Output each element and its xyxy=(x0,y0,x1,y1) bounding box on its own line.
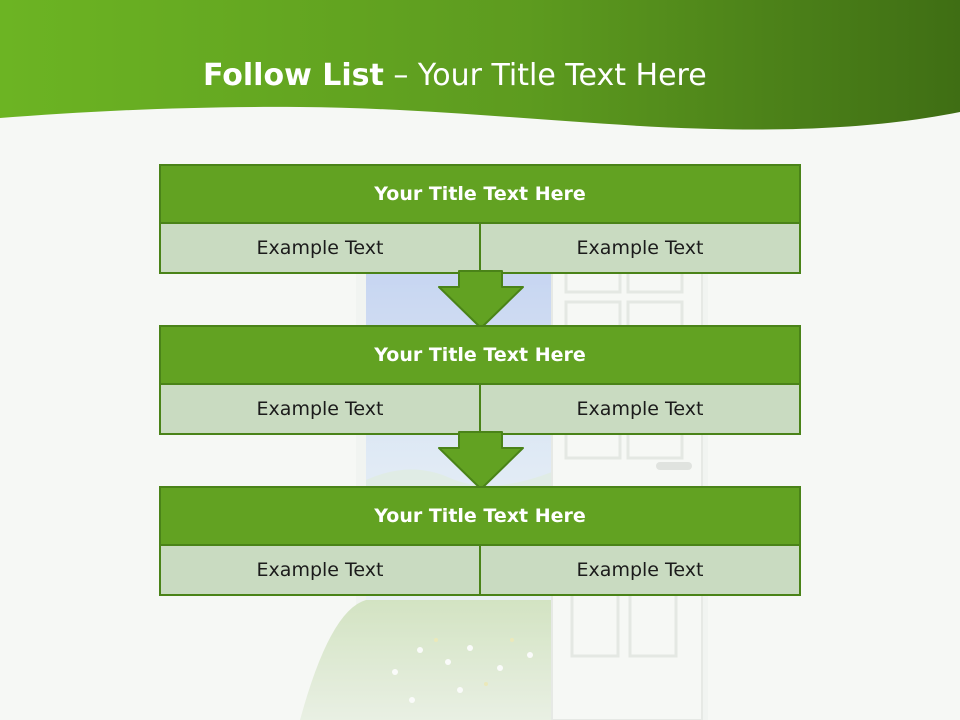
block-cells: Example Text Example Text xyxy=(161,385,799,433)
list-block-2: Your Title Text Here Example Text Exampl… xyxy=(159,325,801,435)
block-cell-left: Example Text xyxy=(256,237,384,259)
block-title: Your Title Text Here xyxy=(161,327,799,385)
block-cell-left: Example Text xyxy=(256,398,384,420)
block-cell-left: Example Text xyxy=(256,559,384,581)
block-cell-right: Example Text xyxy=(479,385,799,433)
title-rest: – Your Title Text Here xyxy=(383,58,707,93)
page-title: Follow List – Your Title Text Here xyxy=(203,56,707,96)
down-arrow-icon xyxy=(438,431,524,490)
down-arrow-icon xyxy=(438,270,524,329)
block-cell-right: Example Text xyxy=(479,546,799,594)
block-cells: Example Text Example Text xyxy=(161,224,799,272)
block-title: Your Title Text Here xyxy=(161,166,799,224)
header-band xyxy=(0,0,960,130)
list-block-3: Your Title Text Here Example Text Exampl… xyxy=(159,486,801,596)
block-cells: Example Text Example Text xyxy=(161,546,799,594)
title-bold: Follow List xyxy=(203,58,384,93)
list-block-1: Your Title Text Here Example Text Exampl… xyxy=(159,164,801,274)
block-cell-right: Example Text xyxy=(479,224,799,272)
block-title: Your Title Text Here xyxy=(161,488,799,546)
